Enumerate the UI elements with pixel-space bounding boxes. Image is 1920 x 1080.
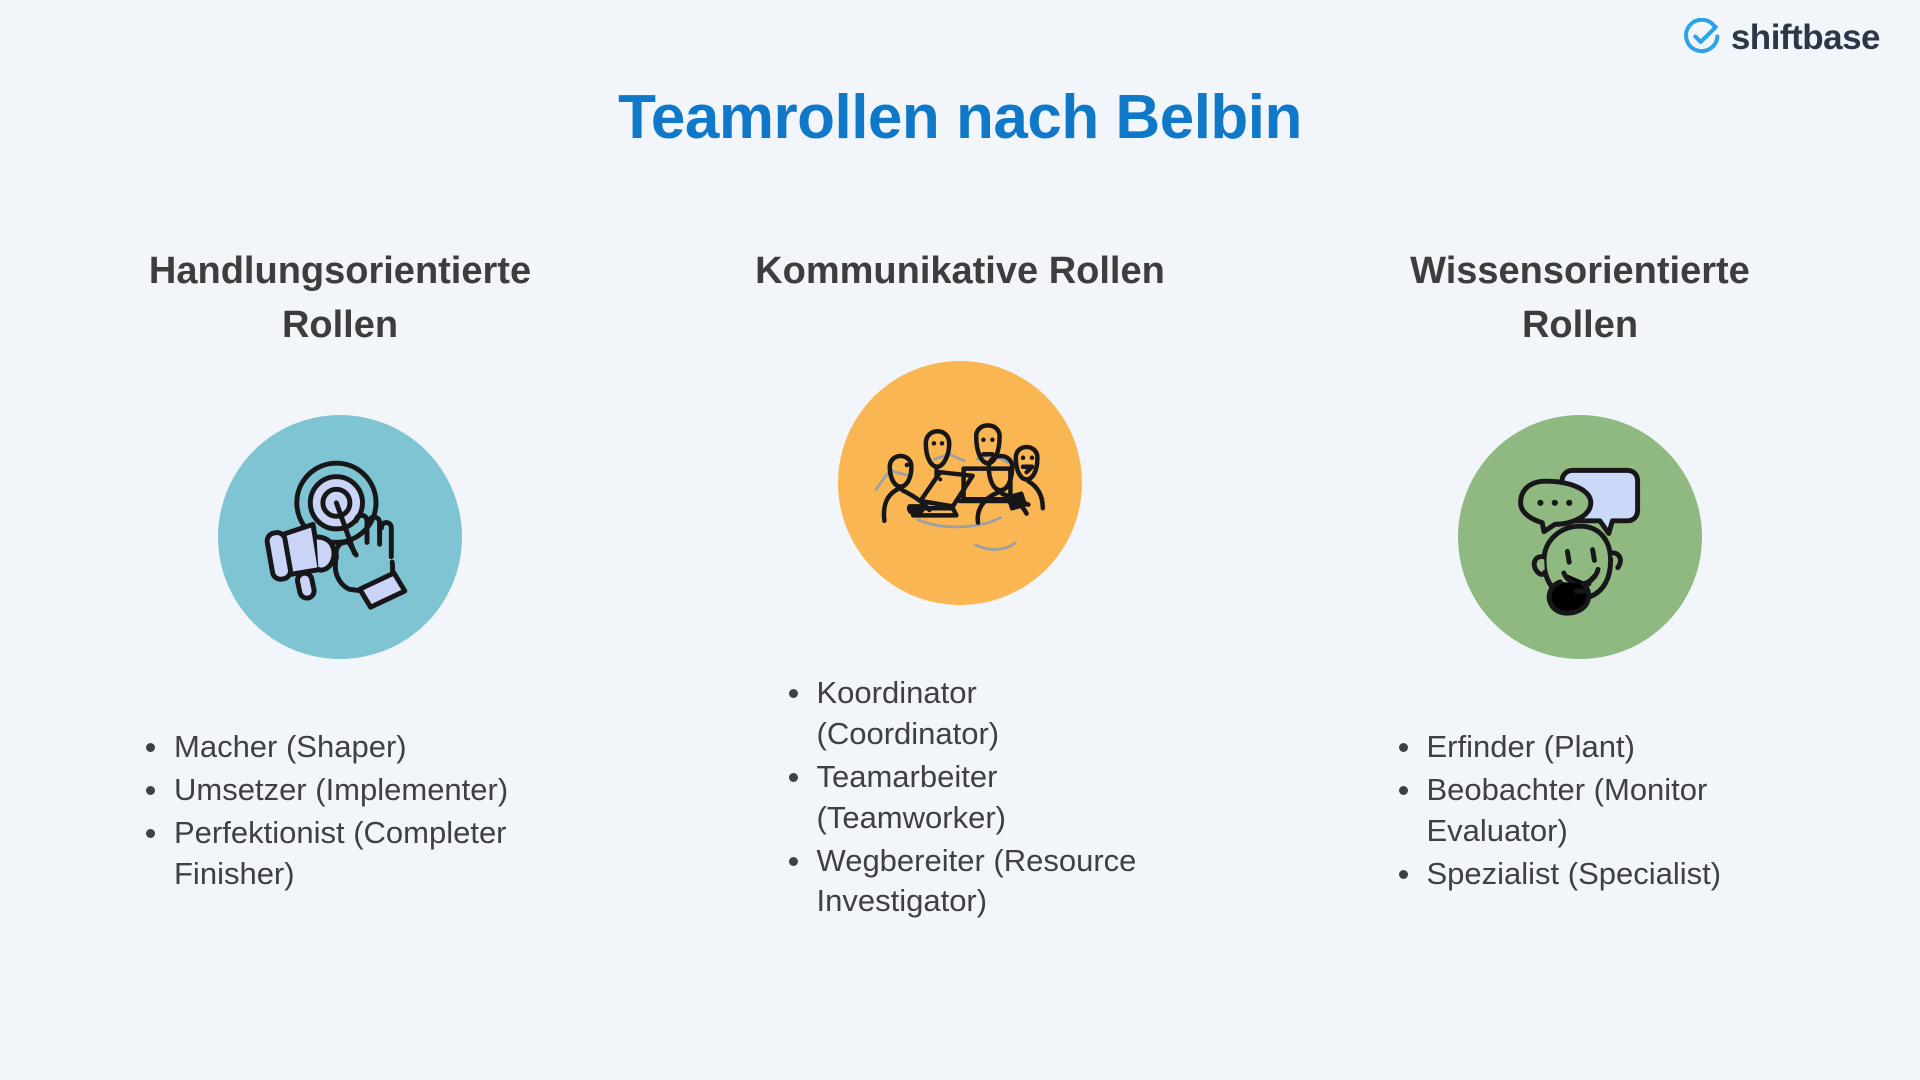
column-kommunikative-rollen: Kommunikative Rollen bbox=[660, 245, 1260, 924]
column-handlungsorientierte-rollen: Handlungsorientierte Rollen bbox=[40, 245, 640, 924]
icon-circle-kommunikative bbox=[838, 360, 1082, 605]
roles-columns: Handlungsorientierte Rollen bbox=[0, 245, 1920, 924]
hand-pointing-target-megaphone-icon bbox=[264, 460, 408, 610]
column-heading: Wissensorientierte Rollen bbox=[1410, 250, 1750, 346]
list-item: Wegbereiter (Resource Investigator) bbox=[783, 841, 1138, 923]
list-item: Umsetzer (Implementer) bbox=[140, 770, 540, 811]
page-title: Teamrollen nach Belbin bbox=[618, 83, 1302, 152]
check-circle-icon bbox=[1683, 18, 1720, 54]
column-heading: Kommunikative Rollen bbox=[755, 250, 1165, 292]
list-item: Koordinator (Coordinator) bbox=[783, 673, 1138, 755]
list-item: Perfektionist (Completer Finisher) bbox=[140, 813, 540, 895]
brand-logo: shiftbase bbox=[1683, 17, 1881, 57]
icon-circle-handlungsorientierte bbox=[218, 414, 462, 659]
column-wissensorientierte-rollen: Wissensorientierte Rollen bbox=[1280, 245, 1880, 924]
brand-name: shiftbase bbox=[1730, 17, 1881, 57]
role-list-wissensorientierte: Erfinder (Plant) Beobachter (Monitor Eva… bbox=[1393, 727, 1768, 897]
team-meeting-icon bbox=[874, 423, 1046, 551]
list-item: Spezialist (Specialist) bbox=[1393, 854, 1768, 895]
list-item: Macher (Shaper) bbox=[140, 727, 540, 768]
column-heading: Handlungsorientierte Rollen bbox=[148, 250, 532, 346]
list-item: Teamarbeiter (Teamworker) bbox=[783, 757, 1138, 839]
role-list-handlungsorientierte: Macher (Shaper) Umsetzer (Implementer) P… bbox=[140, 727, 540, 897]
role-list-kommunikative: Koordinator (Coordinator) Teamarbeiter (… bbox=[783, 673, 1138, 924]
list-item: Beobachter (Monitor Evaluator) bbox=[1393, 770, 1768, 852]
list-item: Erfinder (Plant) bbox=[1393, 727, 1768, 768]
icon-circle-wissensorientierte bbox=[1458, 414, 1702, 659]
thinking-person-speech-bubbles-icon bbox=[1518, 467, 1641, 616]
